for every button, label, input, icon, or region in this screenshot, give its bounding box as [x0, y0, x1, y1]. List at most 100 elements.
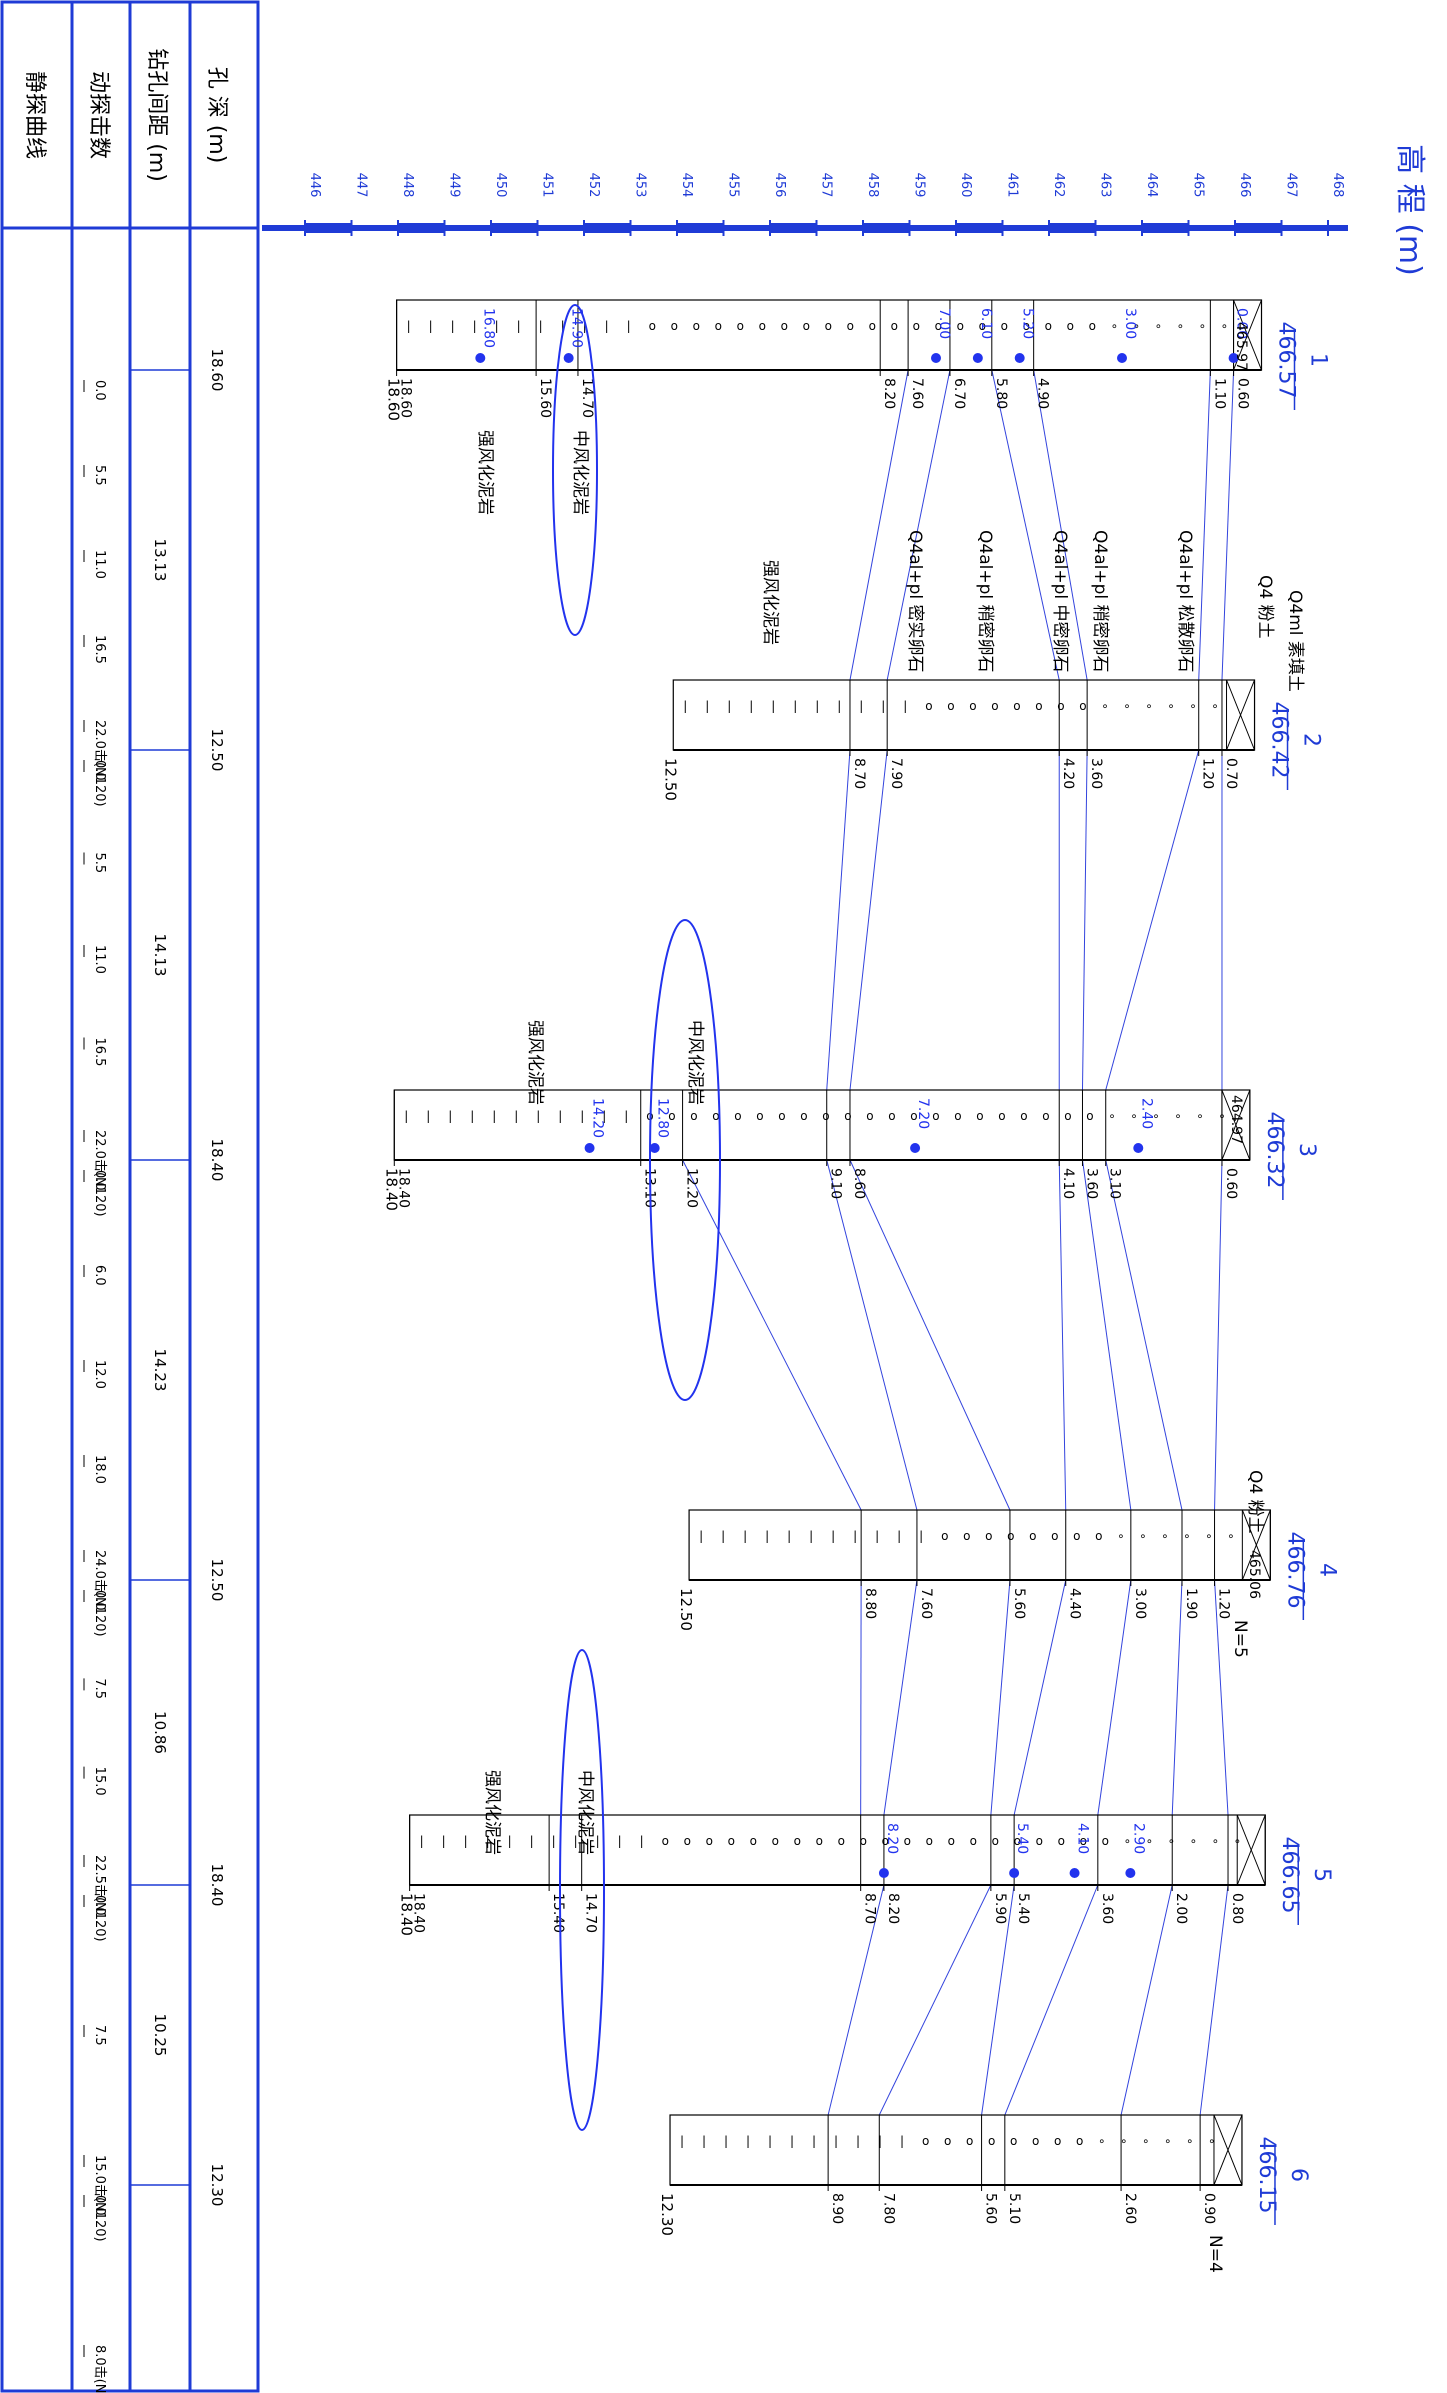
left-depth-value: 12.50 — [208, 1559, 226, 1602]
left-depth-value: 12.50 — [208, 729, 226, 772]
borehole-number: 1 — [1306, 353, 1331, 367]
borehole-depth: 18.40 — [382, 1168, 400, 1211]
depth-mark-label: 3.60 — [1099, 1893, 1115, 1924]
stratum-correlation-line — [826, 749, 851, 1091]
gravel-symbol: ∘ — [1108, 1109, 1116, 1123]
gravel-symbol: | — [448, 1109, 452, 1123]
depth-mark-label: 3.60 — [1083, 1168, 1099, 1199]
gravel-symbol: o — [1102, 1834, 1109, 1848]
gravel-symbol: o — [822, 1109, 829, 1123]
gravel-symbol: o — [969, 699, 976, 713]
depth-mark-label: 2.00 — [1173, 1893, 1189, 1924]
gravel-symbol: o — [684, 1834, 691, 1848]
gravel-symbol: ∘ — [1189, 699, 1197, 713]
stratum-correlation-line — [1105, 1159, 1183, 1511]
stratum-correlation-line — [1097, 1579, 1132, 1816]
borehole-column — [672, 679, 1256, 751]
gravel-symbol: o — [869, 319, 876, 333]
annotation-q4-silt-4: Q4 粉土 — [1245, 1470, 1265, 1534]
gravel-symbol: | — [596, 1834, 600, 1848]
gravel-symbol: o — [847, 319, 854, 333]
gravel-symbol: | — [442, 1834, 446, 1848]
strata-label-slightly-dense-gravel-2: Q4al+pl 稍密卵石 — [975, 530, 995, 673]
dynamic-scale-label: 0.0 — [92, 1170, 107, 1191]
sample-point — [1133, 1143, 1144, 1153]
stratum-correlation-line — [682, 1159, 862, 1511]
gravel-symbol: | — [426, 1109, 430, 1123]
gravel-symbol: | — [812, 2134, 816, 2148]
gravel-symbol: o — [712, 1109, 719, 1123]
sample-label: 14.20 — [590, 1098, 606, 1138]
gravel-symbol: o — [941, 1529, 948, 1543]
borehole-number: 3 — [1294, 1143, 1319, 1157]
elevation-title: 高 程 (m) — [1392, 144, 1427, 276]
stratum-correlation-line — [1033, 369, 1088, 681]
gravel-symbol: o — [966, 2134, 973, 2148]
gravel-symbol: | — [787, 1529, 791, 1543]
elevation-band — [398, 223, 445, 233]
elevation-tick-label: 452 — [586, 173, 601, 198]
stratum-correlation-line — [991, 369, 1060, 681]
depth-mark-label: 0.60 — [1235, 378, 1251, 409]
elevation-tick-label: 468 — [1330, 173, 1345, 198]
gravel-symbol: ∘ — [1139, 1529, 1147, 1543]
gravel-symbol: o — [976, 1109, 983, 1123]
depth-mark-label: 3.00 — [1132, 1588, 1148, 1619]
gravel-symbol: o — [1007, 1529, 1014, 1543]
gravel-symbol: | — [536, 1109, 540, 1123]
elevation-tick-label: 454 — [679, 173, 694, 198]
gravel-symbol: | — [859, 699, 863, 713]
gravel-symbol: ∘ — [1098, 2134, 1106, 2148]
stratum-correlation-line — [827, 1884, 885, 2116]
stratum-correlation-line — [1171, 1579, 1183, 1816]
elevation-tick-label: 460 — [958, 173, 973, 198]
elevation-tick-label: 463 — [1098, 173, 1113, 198]
sample-label: 3.00 — [1122, 308, 1138, 339]
dynamic-scale-label: 24.0击(N120) — [92, 1550, 107, 1637]
strata-label-loose-gravel: Q4al+pl 松散卵石 — [1175, 530, 1195, 673]
gravel-symbol: | — [574, 1834, 578, 1848]
spacing-value: 13.13 — [151, 539, 169, 582]
dynamic-scale-label: 0.0 — [92, 1895, 107, 1916]
gravel-symbol: o — [963, 1529, 970, 1543]
borehole-depth: 18.40 — [398, 1893, 416, 1936]
left-depth-value: 18.60 — [208, 349, 226, 392]
gravel-symbol: ∘ — [1142, 2134, 1150, 2148]
gravel-symbol: ∘ — [1205, 1529, 1213, 1543]
gravel-symbol: | — [771, 699, 775, 713]
strata-labels: Q4ml 素填土 Q4 粉土 Q4al+pl 松散卵石 Q4al+pl 稍密卵石… — [475, 322, 1305, 2273]
stratum-correlation-line — [849, 1159, 1011, 1511]
borehole-depth: 18.60 — [385, 378, 403, 421]
depth-mark-label: 1.90 — [1183, 1588, 1199, 1619]
stratum-correlation-line — [1199, 1884, 1229, 2116]
borehole-elevation: 466.76 — [1282, 1532, 1307, 1609]
stratum-correlation-line — [981, 1884, 1015, 2116]
sample-label: 5.40 — [1014, 1823, 1030, 1854]
elevation-tick-label: 448 — [400, 173, 415, 198]
stratum-correlation-line — [1221, 369, 1235, 681]
depth-mark-label: 18.40 — [411, 1893, 427, 1933]
gravel-symbol: o — [985, 1529, 992, 1543]
gravel-symbol: o — [882, 1834, 889, 1848]
depth-mark-label: 0.60 — [1223, 1168, 1239, 1199]
gravel-symbol: o — [1013, 699, 1020, 713]
depth-mark-label: 0.70 — [1223, 758, 1239, 789]
depth-mark-label: 0.80 — [1229, 1893, 1245, 1924]
elevation-tick-label: 451 — [540, 173, 555, 198]
depth-mark-label: 18.60 — [398, 378, 414, 418]
left-depth-value: 18.40 — [208, 1864, 226, 1907]
gravel-symbol: | — [683, 699, 687, 713]
strata-label-silt: Q4 粉土 — [1255, 575, 1275, 639]
gravel-symbol: | — [834, 2134, 838, 2148]
annotation-spt-6: N=4 — [1205, 2235, 1225, 2273]
depth-mark-label: 3.60 — [1088, 758, 1104, 789]
elevation-tick-label: 456 — [772, 173, 787, 198]
strata-label-medium-dense-gravel: Q4al+pl 中密卵石 — [1050, 530, 1070, 673]
gravel-symbol: o — [662, 1834, 669, 1848]
depth-mark-label: 5.90 — [992, 1893, 1008, 1924]
gravel-symbol: | — [627, 319, 631, 333]
gravel-symbol: o — [992, 1834, 999, 1848]
gravel-symbol: ∘ — [1211, 699, 1219, 713]
